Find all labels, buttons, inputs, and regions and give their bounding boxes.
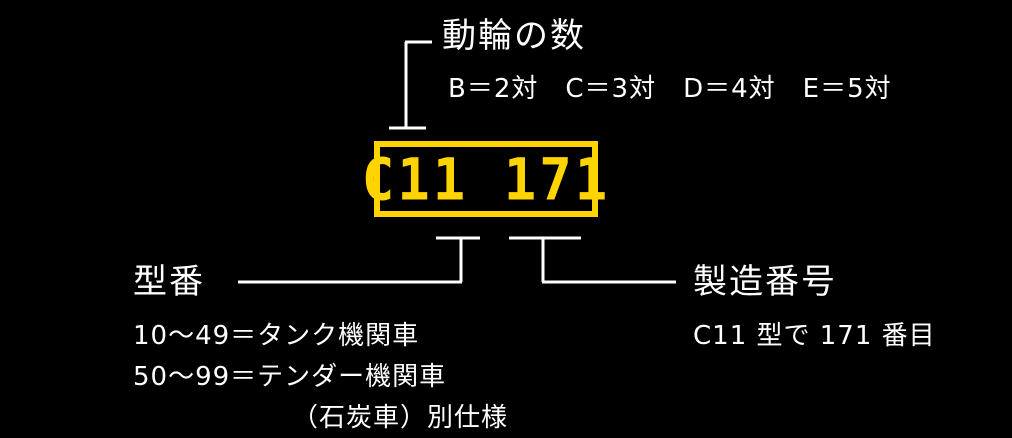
plate-number: C11 171 (361, 144, 611, 214)
serial-description: C11 型で 171 番目 (693, 321, 936, 351)
model-description-coal-car: （石炭車）別仕様 (292, 403, 509, 433)
number-plate: C11 171 (361, 141, 611, 217)
model-heading: 型番 (133, 262, 205, 302)
serial-heading: 製造番号 (693, 262, 837, 302)
model-description-tank: 10〜49＝タンク機関車 (133, 321, 420, 351)
model-description-tender: 50〜99＝テンダー機関車 (133, 362, 447, 392)
wheels-description: B＝2対 C＝3対 D＝4対 E＝5対 (448, 74, 892, 104)
wheels-heading: 動輪の数 (442, 16, 586, 56)
